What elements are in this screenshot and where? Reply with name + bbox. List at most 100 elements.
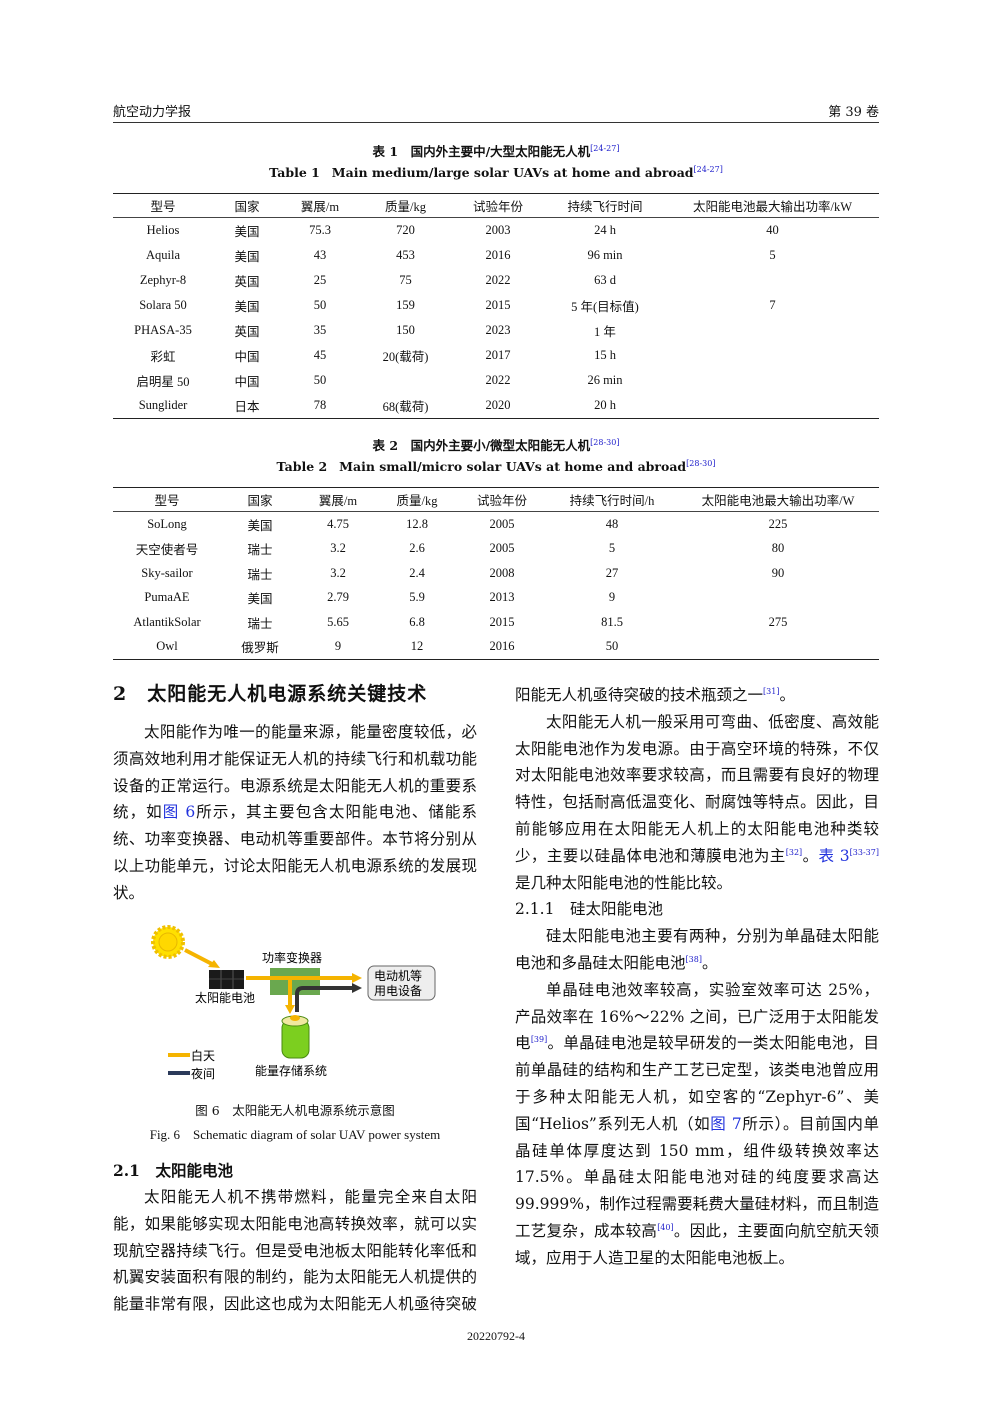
table-cell: 150	[396, 323, 415, 337]
table-cell: 2016	[485, 248, 511, 262]
table-cell	[666, 268, 879, 293]
table-cell: 45	[313, 348, 327, 362]
column-header: 质量/kg	[385, 200, 426, 214]
citation[interactable]: [38]	[685, 954, 702, 964]
table-cell: 英国	[234, 325, 260, 339]
table-cell: 275	[768, 614, 788, 629]
paragraph: 硅太阳能电池主要有两种，分别为单晶硅太阳能电池和多晶硅太阳能电池[38]。	[515, 923, 879, 977]
column-header: 型号	[154, 494, 180, 508]
paragraph: 太阳能作为唯一的能量来源，能量密度较低，必须高效地利用才能保证无人机的持续飞行和…	[113, 719, 477, 907]
table-cell	[666, 343, 879, 368]
text-run: 太阳能无人机不携带燃料，能量完全来自太阳能，如果能够实现太阳能电池高转换效率，就…	[113, 1188, 477, 1314]
table-cell: 159	[396, 298, 415, 312]
table-cell: 20(载荷)	[382, 350, 429, 364]
citation[interactable]: [40]	[657, 1222, 674, 1232]
table-cell: 27	[605, 565, 619, 580]
text-run: 单晶硅电池效率较高，实验室效率可达 25%，产品效率在 16%～22% 之间，已…	[515, 980, 879, 1053]
table-cell: Owl	[156, 639, 178, 654]
cross-reference-link[interactable]: 表 3	[818, 846, 850, 865]
left-column: 2 太阳能无人机电源系统关键技术 太阳能作为唯一的能量来源，能量密度较低，必须高…	[113, 681, 477, 907]
table-cell: Helios	[146, 223, 180, 237]
table-cell: 50	[313, 373, 327, 387]
table-cell: 12	[410, 639, 424, 654]
table-cell: 720	[396, 223, 415, 237]
section-heading: 2 太阳能无人机电源系统关键技术	[113, 683, 428, 705]
text-run: 太阳能作为唯一的能量来源，能量密度较低，必须高效地利用才能保证无人机的持续飞行和…	[113, 723, 477, 822]
volume-number: 第 39 卷	[828, 105, 879, 120]
column-header: 太阳能电池最大输出功率/W	[701, 494, 855, 508]
table-cell: 2005	[489, 541, 515, 556]
table-cell: 2003	[485, 223, 511, 237]
load-label-line2: 用电设备	[374, 984, 422, 998]
table-cell: 天空使者号	[135, 543, 199, 558]
table-cell: 日本	[234, 400, 260, 414]
table-cell: 50	[313, 298, 327, 312]
subsection-heading: 2.1 太阳能电池	[113, 1161, 233, 1180]
citation[interactable]: [33-37]	[849, 847, 879, 857]
table-cell: 5.9	[409, 590, 425, 605]
table-cell: 96 min	[587, 248, 623, 262]
text-run: 阳能无人机亟待突破的技术瓶颈之一	[515, 686, 764, 704]
table2-caption-cn: 表 2 国内外主要小/微型太阳能无人机[28-30]	[372, 437, 620, 453]
table-cell: 2022	[485, 373, 511, 387]
table-cell: 中国	[234, 375, 260, 389]
table1-caption-en: Table 1 Main medium/large solar UAVs at …	[269, 164, 723, 180]
left-column-lower: 2.1 太阳能电池 太阳能无人机不携带燃料，能量完全来自太阳能，如果能够实现太阳…	[113, 1158, 477, 1317]
table-cell	[666, 368, 879, 393]
table-cell: SoLong	[147, 516, 187, 531]
citation[interactable]: [39]	[530, 1035, 548, 1045]
table-cell: 瑞士	[247, 567, 273, 582]
text-run: 所示）。目前国内单晶硅单体厚度达到 150 mm，组件级转换效率达 17.5%。…	[515, 1114, 879, 1240]
table-cell: 5	[608, 541, 616, 556]
column-header: 持续飞行时间	[567, 200, 643, 214]
citation[interactable]: [32]	[785, 847, 803, 857]
table-cell: 2.4	[409, 565, 425, 580]
table-cell: 美国	[247, 518, 273, 533]
table-cell: 2022	[485, 273, 511, 287]
cross-reference-link[interactable]: 图 7	[710, 1114, 742, 1133]
table-cell: 英国	[234, 275, 260, 289]
table-cell: 俄罗斯	[241, 641, 279, 656]
table-cell: 2013	[489, 590, 515, 605]
table-cell: 6.8	[409, 614, 425, 629]
table-cell: Aquila	[145, 248, 181, 262]
table-cell: 453	[396, 248, 415, 262]
table-cell: 78	[313, 398, 327, 412]
table-cell: 2023	[485, 323, 511, 337]
journal-name: 航空动力学报	[113, 105, 192, 120]
table-cell: 225	[768, 516, 788, 531]
table-cell: 5 年(目标值)	[571, 300, 639, 314]
column-header: 持续飞行时间/h	[569, 494, 655, 508]
column-header: 翼展/m	[300, 200, 340, 214]
table-cell: 美国	[234, 300, 260, 314]
table-cell: Sunglider	[138, 398, 188, 412]
cross-reference-link[interactable]: 图 6	[162, 803, 196, 822]
table-cell: 20 h	[594, 398, 616, 412]
table-cell: 9	[608, 590, 616, 605]
table-cell: 启明星 50	[136, 375, 190, 389]
column-header: 试验年份	[476, 494, 527, 508]
day-arrowhead	[352, 973, 362, 983]
table-cell: 4.75	[327, 516, 349, 531]
table-cell: 48	[605, 516, 619, 531]
table-cell: 26 min	[587, 373, 623, 387]
header-divider	[113, 122, 879, 123]
table-cell: 50	[605, 639, 619, 654]
night-arrowhead	[352, 983, 362, 993]
table-cell: 中国	[234, 350, 260, 364]
table-cell: 24 h	[594, 223, 616, 237]
citation[interactable]: [31]	[763, 686, 780, 696]
text-run: 太阳能无人机一般采用可弯曲、低密度、高效能太阳能电池作为发电源。由于高空环境的特…	[515, 712, 879, 865]
table-cell: PumaAE	[144, 590, 190, 605]
table-cell: 15 h	[594, 348, 616, 362]
